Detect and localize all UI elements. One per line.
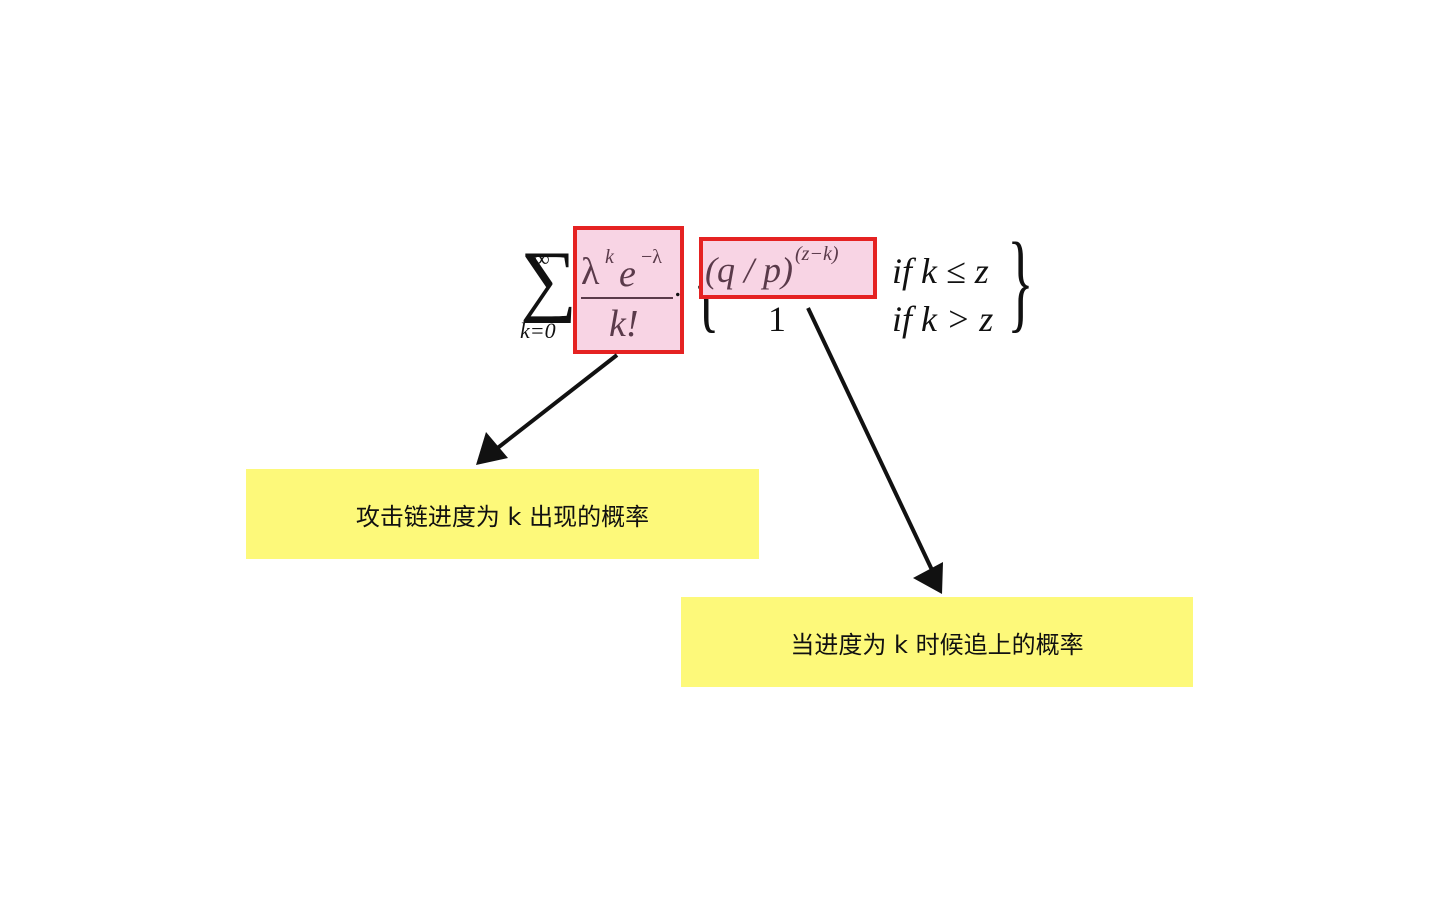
right-brace: } <box>1007 220 1034 342</box>
arrow-2-line <box>806 307 934 571</box>
fraction-bar <box>581 297 673 299</box>
lambda: λ <box>581 251 600 293</box>
sum-symbol: ∑ <box>520 236 578 324</box>
sum-upper: ∞ <box>534 246 550 271</box>
poisson-denominator: k! <box>609 303 639 345</box>
sum-lower: k=0 <box>520 318 556 343</box>
arrow-1-line <box>493 353 619 452</box>
poisson-term-highlight: λ k e −λ k! <box>573 226 684 354</box>
case1-exp: (z−k) <box>795 243 839 265</box>
annotation-poisson: 攻击链进度为 k 出现的概率 <box>246 469 759 559</box>
catchup-term-highlight: (q / p) (z−k) <box>699 237 877 299</box>
case1-base: (q / p) <box>705 250 793 290</box>
arrow-2-head <box>913 562 943 594</box>
lambda-exp: k <box>605 246 614 268</box>
case2-value: 1 <box>768 299 786 339</box>
condition-1: if k ≤ z <box>892 251 989 291</box>
annotation-catchup: 当进度为 k 时候追上的概率 <box>681 597 1193 687</box>
arrow-1-head <box>476 432 508 465</box>
annotation-poisson-text: 攻击链进度为 k 出现的概率 <box>355 502 650 531</box>
dot: . <box>674 270 682 303</box>
condition-2: if k > z <box>892 299 994 339</box>
e: e <box>619 253 636 295</box>
e-exp: −λ <box>641 246 662 268</box>
annotation-catchup-text: 当进度为 k 时候追上的概率 <box>790 630 1084 659</box>
